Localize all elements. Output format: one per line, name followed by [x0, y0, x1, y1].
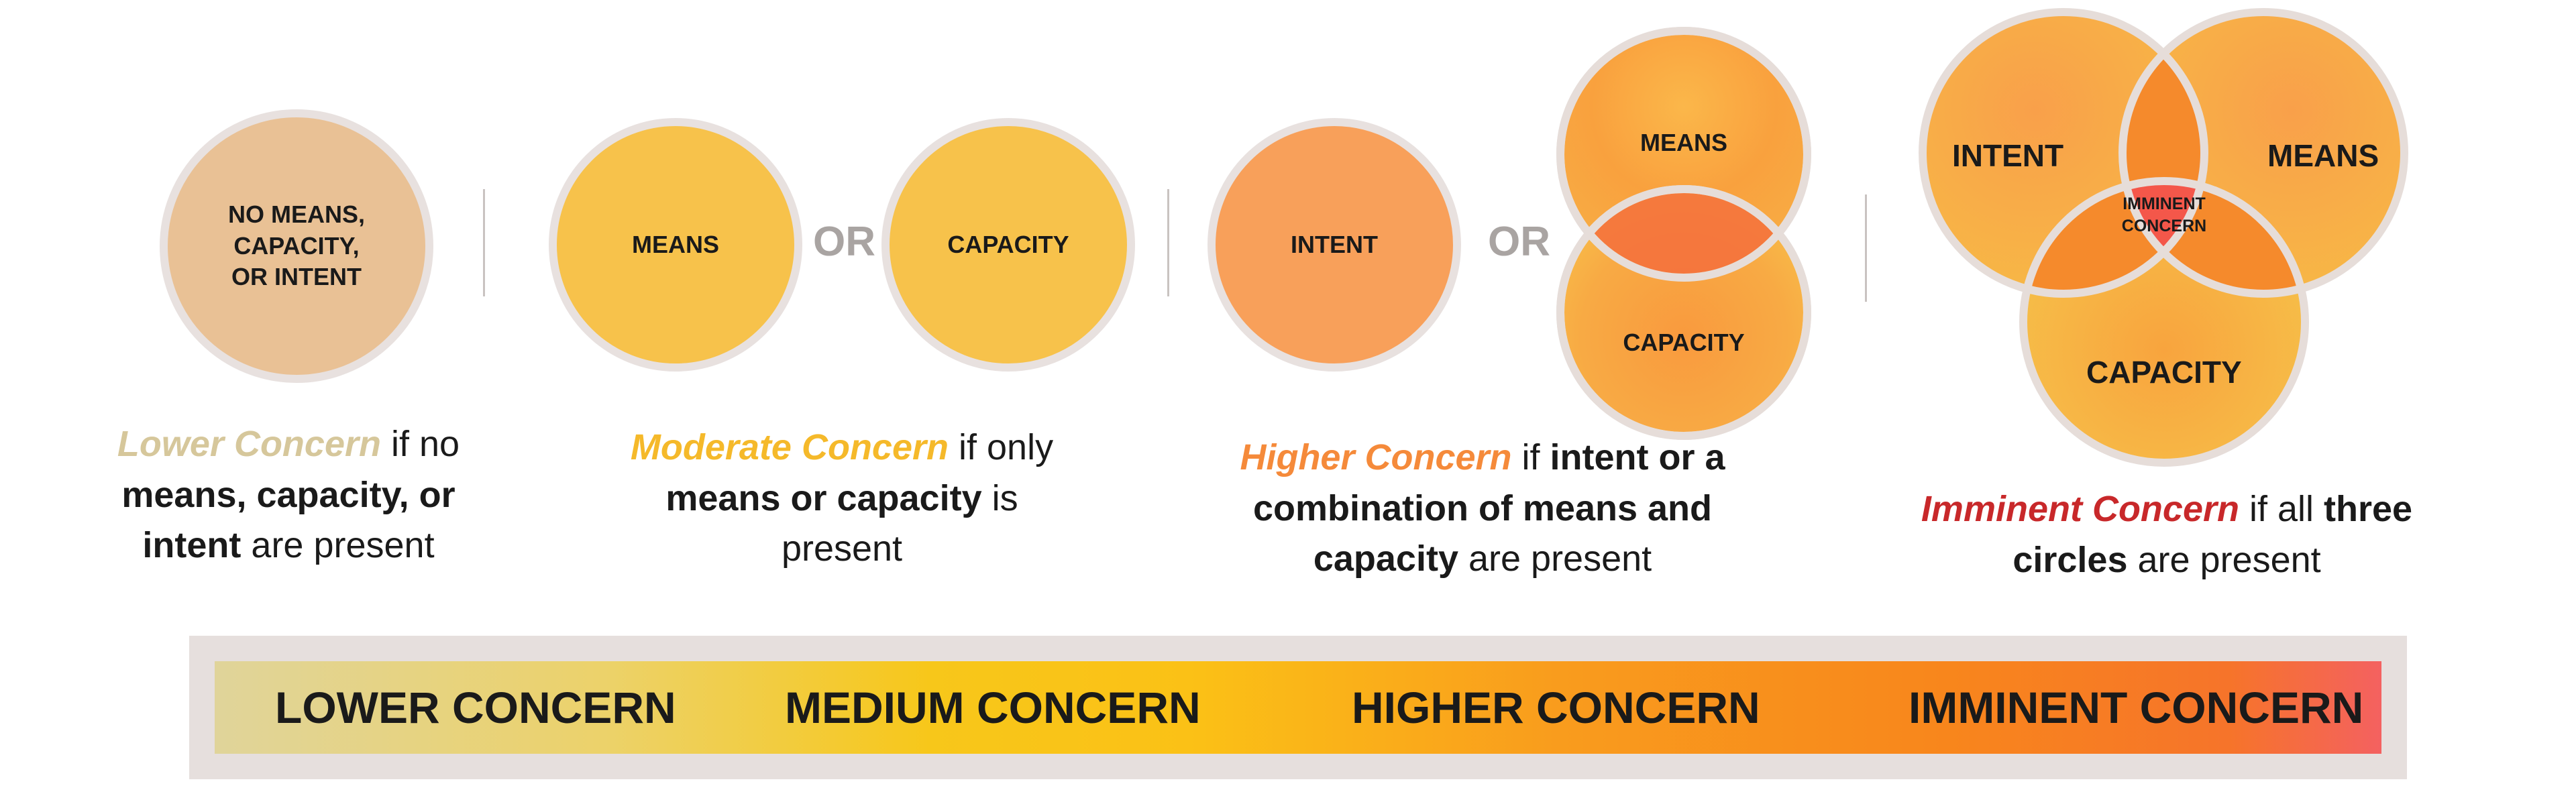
venn-center-label: IMMINENT CONCERN — [2121, 194, 2207, 235]
or-label: OR — [1488, 219, 1550, 265]
higher-concern-term: Higher Concern — [1240, 437, 1512, 477]
venn-means-label: MEANS — [2267, 138, 2379, 173]
caption-text: if no — [380, 424, 460, 464]
caption-text: if — [1511, 437, 1550, 477]
concern-gradient-bar: LOWER CONCERN MEDIUM CONCERN HIGHER CONC… — [215, 661, 2381, 754]
caption-text: if only — [949, 427, 1054, 467]
divider-3 — [1865, 194, 1867, 302]
lower-concern-term: Lower Concern — [117, 424, 381, 464]
caption-bold: means or capacity — [665, 477, 982, 518]
venn-intent-label: INTENT — [1952, 138, 2064, 173]
concern-scale: LOWER CONCERN MEDIUM CONCERN HIGHER CONC… — [189, 636, 2407, 779]
scale-label-medium: MEDIUM CONCERN — [785, 683, 1201, 732]
intent-circle: INTENT — [1208, 118, 1461, 372]
moderate-concern-caption: Moderate Concern if only means or capaci… — [624, 422, 1060, 575]
means-circle: MEANS — [549, 118, 802, 372]
capacity-circle: CAPACITY — [881, 118, 1135, 372]
stacked-overlap — [1556, 27, 1811, 440]
caption-bold: means, capacity, or intent — [121, 474, 455, 566]
caption-text: is present — [781, 477, 1018, 569]
no-means-circle: NO MEANS, CAPACITY, OR INTENT — [160, 109, 433, 383]
caption-text: if all — [2239, 489, 2324, 529]
higher-concern-caption: Higher Concern if intent or a combinatio… — [1221, 433, 1744, 585]
caption-bold: intent or a combination of means and cap… — [1252, 437, 1725, 579]
caption-text: are present — [2127, 539, 2321, 580]
means-label: MEANS — [631, 230, 719, 258]
divider-1 — [483, 189, 485, 296]
venn-diagram — [1919, 8, 2408, 467]
lower-concern-caption: Lower Concern if no means, capacity, or … — [87, 419, 490, 571]
caption-text: are present — [1458, 538, 1652, 579]
scale-label-imminent: IMMINENT CONCERN — [1909, 683, 2364, 732]
moderate-concern-term: Moderate Concern — [630, 427, 949, 467]
caption-text: are present — [241, 525, 435, 566]
scale-label-lower: LOWER CONCERN — [275, 683, 676, 732]
venn-capacity-label: CAPACITY — [2086, 355, 2242, 390]
intent-label: INTENT — [1291, 230, 1378, 258]
divider-2 — [1167, 189, 1169, 296]
no-means-label: NO MEANS, CAPACITY, OR INTENT — [227, 200, 365, 291]
scale-label-higher: HIGHER CONCERN — [1352, 683, 1760, 732]
caption-bold: three circles — [2012, 489, 2413, 580]
capacity-label: CAPACITY — [947, 230, 1069, 258]
imminent-concern-caption: Imminent Concern if all three circles ar… — [1898, 484, 2435, 585]
imminent-concern-term: Imminent Concern — [1921, 489, 2239, 529]
or-label: OR — [813, 219, 875, 265]
capacity-label: CAPACITY — [1623, 329, 1745, 356]
means-label: MEANS — [1640, 129, 1727, 156]
